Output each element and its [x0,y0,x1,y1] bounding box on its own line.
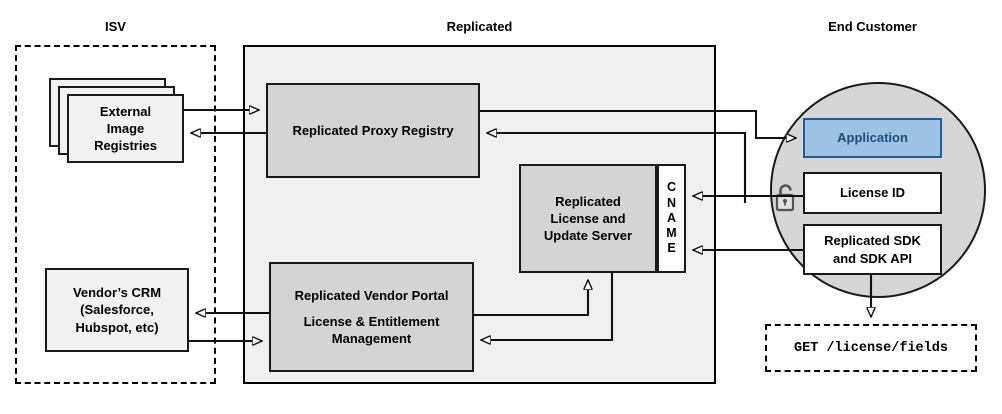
zone-isv [15,45,216,384]
cname-letter-a: A [666,210,677,225]
zone-title-isv: ISV [105,19,126,34]
replicated-sdk-line-2: and SDK API [833,250,912,266]
vendor-portal-line-1: License & Entitlement [303,313,440,329]
replicated-vendor-portal[interactable]: Replicated Vendor Portal License & Entit… [269,262,474,372]
external-image-registries-line-2: Image [106,120,145,136]
vendors-crm-line-2: (Salesforce, [80,302,154,318]
zone-title-replicated: Replicated [446,19,513,34]
application-label: Application [837,130,908,146]
replicated-proxy-registry[interactable]: Replicated Proxy Registry [266,83,480,178]
license-server-line-3: Update Server [543,228,633,244]
license-id-label: License ID [839,185,906,201]
cname-letter-c: C [666,180,677,195]
license-server-line-1: Replicated [555,193,621,209]
cname-box[interactable]: C N A M E [657,164,686,273]
cname-letter-e: E [667,241,676,256]
replicated-proxy-registry-label: Replicated Proxy Registry [292,122,454,138]
external-image-registries-line-1: External [99,103,152,119]
external-image-registries[interactable]: External Image Registries [67,94,184,163]
api-request-box: GET /license/fields [765,324,977,372]
replicated-sdk-line-1: Replicated SDK [824,233,921,249]
cname-letter-n: N [666,195,677,210]
license-id[interactable]: License ID [803,172,942,214]
cname-letter-m: M [666,226,677,241]
zone-title-end-customer: End Customer [828,19,917,34]
license-server-line-2: License and [550,210,626,226]
vendors-crm[interactable]: Vendor’s CRM (Salesforce, Hubspot, etc) [45,268,189,352]
external-image-registries-line-3: Registries [94,138,157,154]
vendor-portal-line-2: Management [331,331,412,347]
replicated-sdk-and-sdk-api[interactable]: Replicated SDK and SDK API [803,224,942,275]
vendors-crm-line-1: Vendor’s CRM [72,285,162,301]
vendors-crm-line-3: Hubspot, etc) [75,319,159,335]
api-request-label: GET /license/fields [794,340,948,356]
vendor-portal-title: Replicated Vendor Portal [294,287,449,303]
application[interactable]: Application [803,118,942,158]
vendor-portal-spacer [295,304,449,313]
unlocked-padlock-icon [770,181,800,214]
replicated-license-and-update-server[interactable]: Replicated License and Update Server [519,164,657,273]
